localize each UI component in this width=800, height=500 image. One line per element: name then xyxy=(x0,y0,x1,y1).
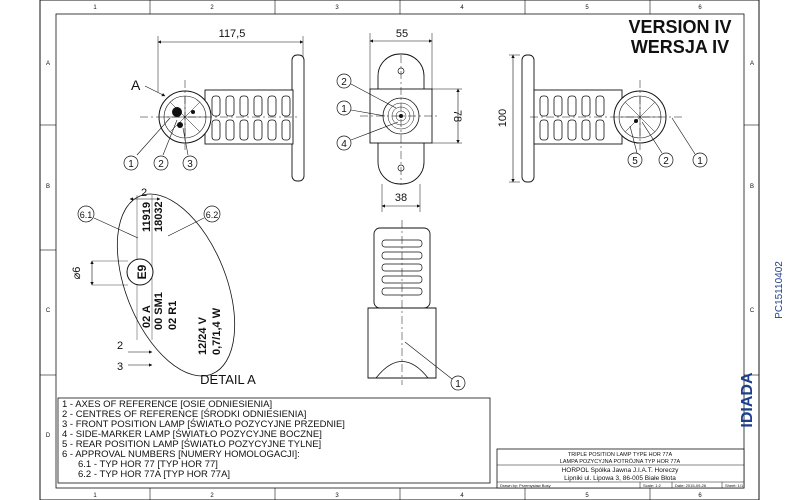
approval-code-1: 02 A xyxy=(141,305,153,328)
front-view: 117,5 xyxy=(123,28,305,182)
callout-1: 1 xyxy=(128,159,134,170)
title-block: TRIPLE POSITION LAMP TYPE HOR 77A LAMPA … xyxy=(496,448,745,489)
detail-a: 2 6.1 6.2 ⌀6 E9 11919 18032 02 A 00 SM1 … xyxy=(71,187,256,387)
callout-3: 3 xyxy=(187,159,193,170)
grid-row-label: C xyxy=(750,308,755,314)
dim-detail-2a: 2 xyxy=(141,187,147,199)
grid-col-label: 6 xyxy=(698,5,702,11)
dim-height-78: 78 xyxy=(451,110,463,122)
callout-6-2: 6.2 xyxy=(206,210,219,220)
detail-title: DETAIL A xyxy=(200,372,256,387)
top-view: 1 xyxy=(367,220,466,391)
idiada-logo: IDIADA xyxy=(739,372,756,428)
legend-item: 3 - FRONT POSITION LAMP [ŚWIATŁO POZYCYJ… xyxy=(62,418,345,430)
legend-item: 1 - AXES OF REFERENCE [OSIE ODNIESIENIA] xyxy=(62,399,272,410)
grid-col-label: 5 xyxy=(585,493,589,499)
grid-col-label: 2 xyxy=(210,5,214,11)
legend-item: 2 - CENTRES OF REFERENCE [ŚRODKI ODNIESI… xyxy=(62,408,306,420)
grid-row-label: B xyxy=(750,184,754,190)
company-name: HORPOL Spółka Jawna J.I.A.T. Horeczy xyxy=(562,467,680,474)
title-en: TRIPLE POSITION LAMP TYPE HOR 77A xyxy=(568,452,673,458)
callout-2: 2 xyxy=(158,159,164,170)
grid-col-label: 3 xyxy=(335,493,339,499)
detail-voltage: 12/24 V xyxy=(197,316,209,355)
approval-number-2: 18032 xyxy=(153,201,165,232)
approval-number-1: 11919 xyxy=(141,202,153,232)
version-title-pl: WERSJA IV xyxy=(631,37,729,57)
label-a: A xyxy=(131,77,141,93)
part-number: PC15110402 xyxy=(774,261,785,319)
callout-1: 1 xyxy=(341,104,347,115)
approval-code-2: 00 SM1 xyxy=(153,292,165,330)
scale: Scale: 1:2 xyxy=(643,483,662,488)
date: Date: 2015-09-26 xyxy=(675,483,707,488)
dim-width-38: 38 xyxy=(395,192,407,204)
callout-4: 4 xyxy=(341,139,347,150)
detail-power: 0,7/1,4 W xyxy=(211,307,223,355)
company-address: Lipniki ul. Lipowa 3, 86-005 Białe Błota xyxy=(564,475,676,482)
drawn-by: Drawn by: Przemysław Bosy xyxy=(500,483,551,488)
dim-length: 117,5 xyxy=(219,28,246,40)
rear-view: 100 5 2 xyxy=(497,54,708,183)
callout-5: 5 xyxy=(632,156,638,167)
dim-width: 55 xyxy=(396,28,408,40)
title-pl: LAMPA POZYCYJNA POTRÓJNA TYP HOR 77A xyxy=(560,458,681,465)
legend-item: 6 - APPROVAL NUMBERS [NUMERY HOMOLOGACJI… xyxy=(62,449,300,460)
legend-item: 6.1 - TYP HOR 77 [TYP HOR 77] xyxy=(78,459,218,470)
dim-detail-diameter: ⌀6 xyxy=(71,267,83,280)
grid-col-label: 4 xyxy=(460,5,464,11)
dim-detail-2b: 2 xyxy=(117,340,123,352)
grid-col-label: 3 xyxy=(335,5,339,11)
dim-height-100: 100 xyxy=(497,109,509,127)
legend-box: 1 - AXES OF REFERENCE [OSIE ODNIESIENIA]… xyxy=(57,397,491,484)
callout-1: 1 xyxy=(455,379,461,390)
grid-row-label: B xyxy=(46,184,50,190)
grid-labels: 1 2 3 4 5 6 1 2 3 4 5 6 A B C D A B C xyxy=(46,5,755,499)
grid-row-label: C xyxy=(46,308,51,314)
grid-col-label: 4 xyxy=(460,493,464,499)
grid-row-label: A xyxy=(750,61,754,67)
grid-row-label: A xyxy=(46,61,50,67)
legend-item: 5 - REAR POSITION LAMP [ŚWIATŁO POZYCYJN… xyxy=(62,438,321,450)
callout-6-1: 6.1 xyxy=(80,210,93,220)
sheet-number: Sheet: 1/1 xyxy=(725,483,744,488)
grid-row-label: D xyxy=(46,433,51,439)
legend-item: 4 - SIDE-MARKER LAMP [ŚWIATŁO POZYCYJNE … xyxy=(62,428,322,440)
dim-detail-3: 3 xyxy=(117,361,123,373)
side-view: 55 78 38 2 1 4 xyxy=(336,28,463,212)
legend-item: 6.2 - TYP HOR 77A [TYP HOR 77A] xyxy=(78,469,230,480)
grid-col-label: 5 xyxy=(585,5,589,11)
grid-col-label: 1 xyxy=(93,5,97,11)
grid-col-label: 1 xyxy=(93,493,97,499)
grid-col-label: 6 xyxy=(698,493,702,499)
version-title: VERSION IV xyxy=(628,17,731,37)
callout-2: 2 xyxy=(341,77,347,88)
callout-2: 2 xyxy=(663,156,669,167)
grid-col-label: 2 xyxy=(210,493,214,499)
callout-1: 1 xyxy=(697,156,703,167)
approval-code-3: 02 R1 xyxy=(167,301,179,330)
approval-mark-e9: E9 xyxy=(135,264,149,279)
